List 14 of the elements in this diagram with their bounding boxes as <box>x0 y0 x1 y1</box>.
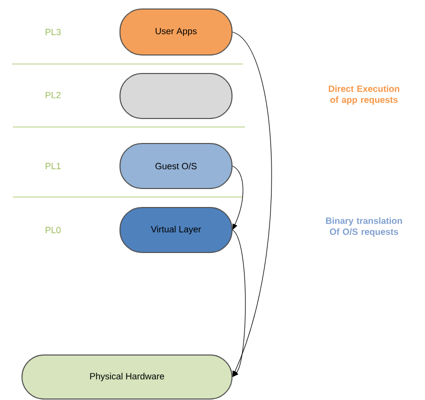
layer-box: Physical Hardware <box>22 354 232 400</box>
note-text: Binary translation Of O/S requests <box>326 217 402 237</box>
empty-layer-box <box>120 73 232 119</box>
level-label: PL1 <box>46 162 61 170</box>
level-label: PL2 <box>46 92 61 98</box>
layer-box: Guest O/S <box>120 143 232 189</box>
layer-box: Virtual Layer <box>120 207 232 253</box>
layer-box: User Apps <box>120 8 232 56</box>
level-label: PL0 <box>46 226 61 234</box>
arrow <box>232 32 272 377</box>
note-text: Direct Execution of app requests <box>328 85 400 105</box>
arrow <box>232 230 246 377</box>
level-label: PL3 <box>46 28 61 36</box>
arrow <box>232 166 244 230</box>
